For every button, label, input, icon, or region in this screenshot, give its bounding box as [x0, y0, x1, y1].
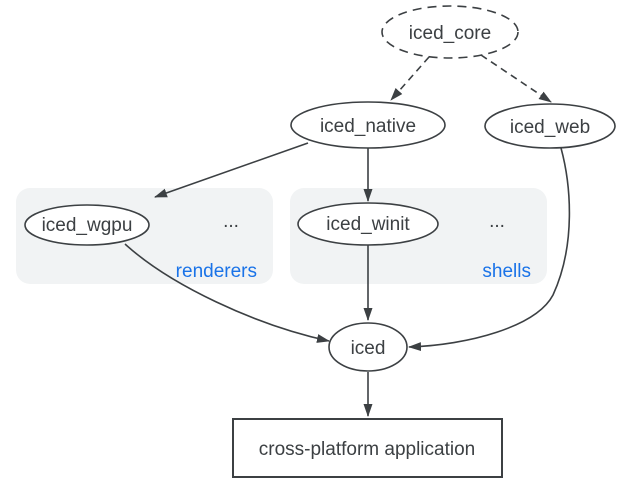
iced_native-ellipse [290, 101, 446, 149]
edge-iced_web-to-iced [408, 147, 571, 352]
iced_web-label: iced_web [510, 117, 590, 138]
node-iced_web: iced_web [484, 103, 616, 149]
shells-ellipsis: ... [489, 211, 505, 232]
node-iced: iced [328, 322, 408, 372]
application-rect [232, 418, 503, 478]
node-iced_native: iced_native [290, 101, 446, 149]
edge-iced_wgpu-to-iced [124, 243, 330, 343]
iced_core-label: iced_core [409, 23, 491, 44]
shells-group-label: shells [482, 261, 531, 282]
iced_native-label: iced_native [320, 116, 416, 137]
node-iced_core: iced_core [381, 5, 519, 59]
iced_wgpu-ellipse [24, 204, 150, 246]
edge-iced_core-to-iced_native [390, 56, 430, 101]
renderers-ellipsis: ... [223, 211, 239, 232]
iced-label: iced [351, 338, 386, 359]
iced-ellipse [328, 322, 408, 372]
iced_core-ellipse [381, 5, 519, 59]
iced_web-ellipse [484, 103, 616, 149]
renderers-group-label: renderers [176, 261, 257, 282]
iced_winit-label: iced_winit [326, 214, 410, 235]
iced_wgpu-label: iced_wgpu [42, 215, 133, 236]
application-label: cross-platform application [259, 439, 475, 460]
edge-iced_core-to-iced_web [480, 54, 552, 103]
node-cross-platform-application: cross-platform application [232, 418, 503, 478]
iced_winit-ellipse [297, 202, 439, 246]
edge-iced_native-to-iced_wgpu [154, 142, 309, 198]
node-iced_winit: iced_winit [297, 202, 439, 246]
node-iced_wgpu: iced_wgpu [24, 204, 150, 246]
